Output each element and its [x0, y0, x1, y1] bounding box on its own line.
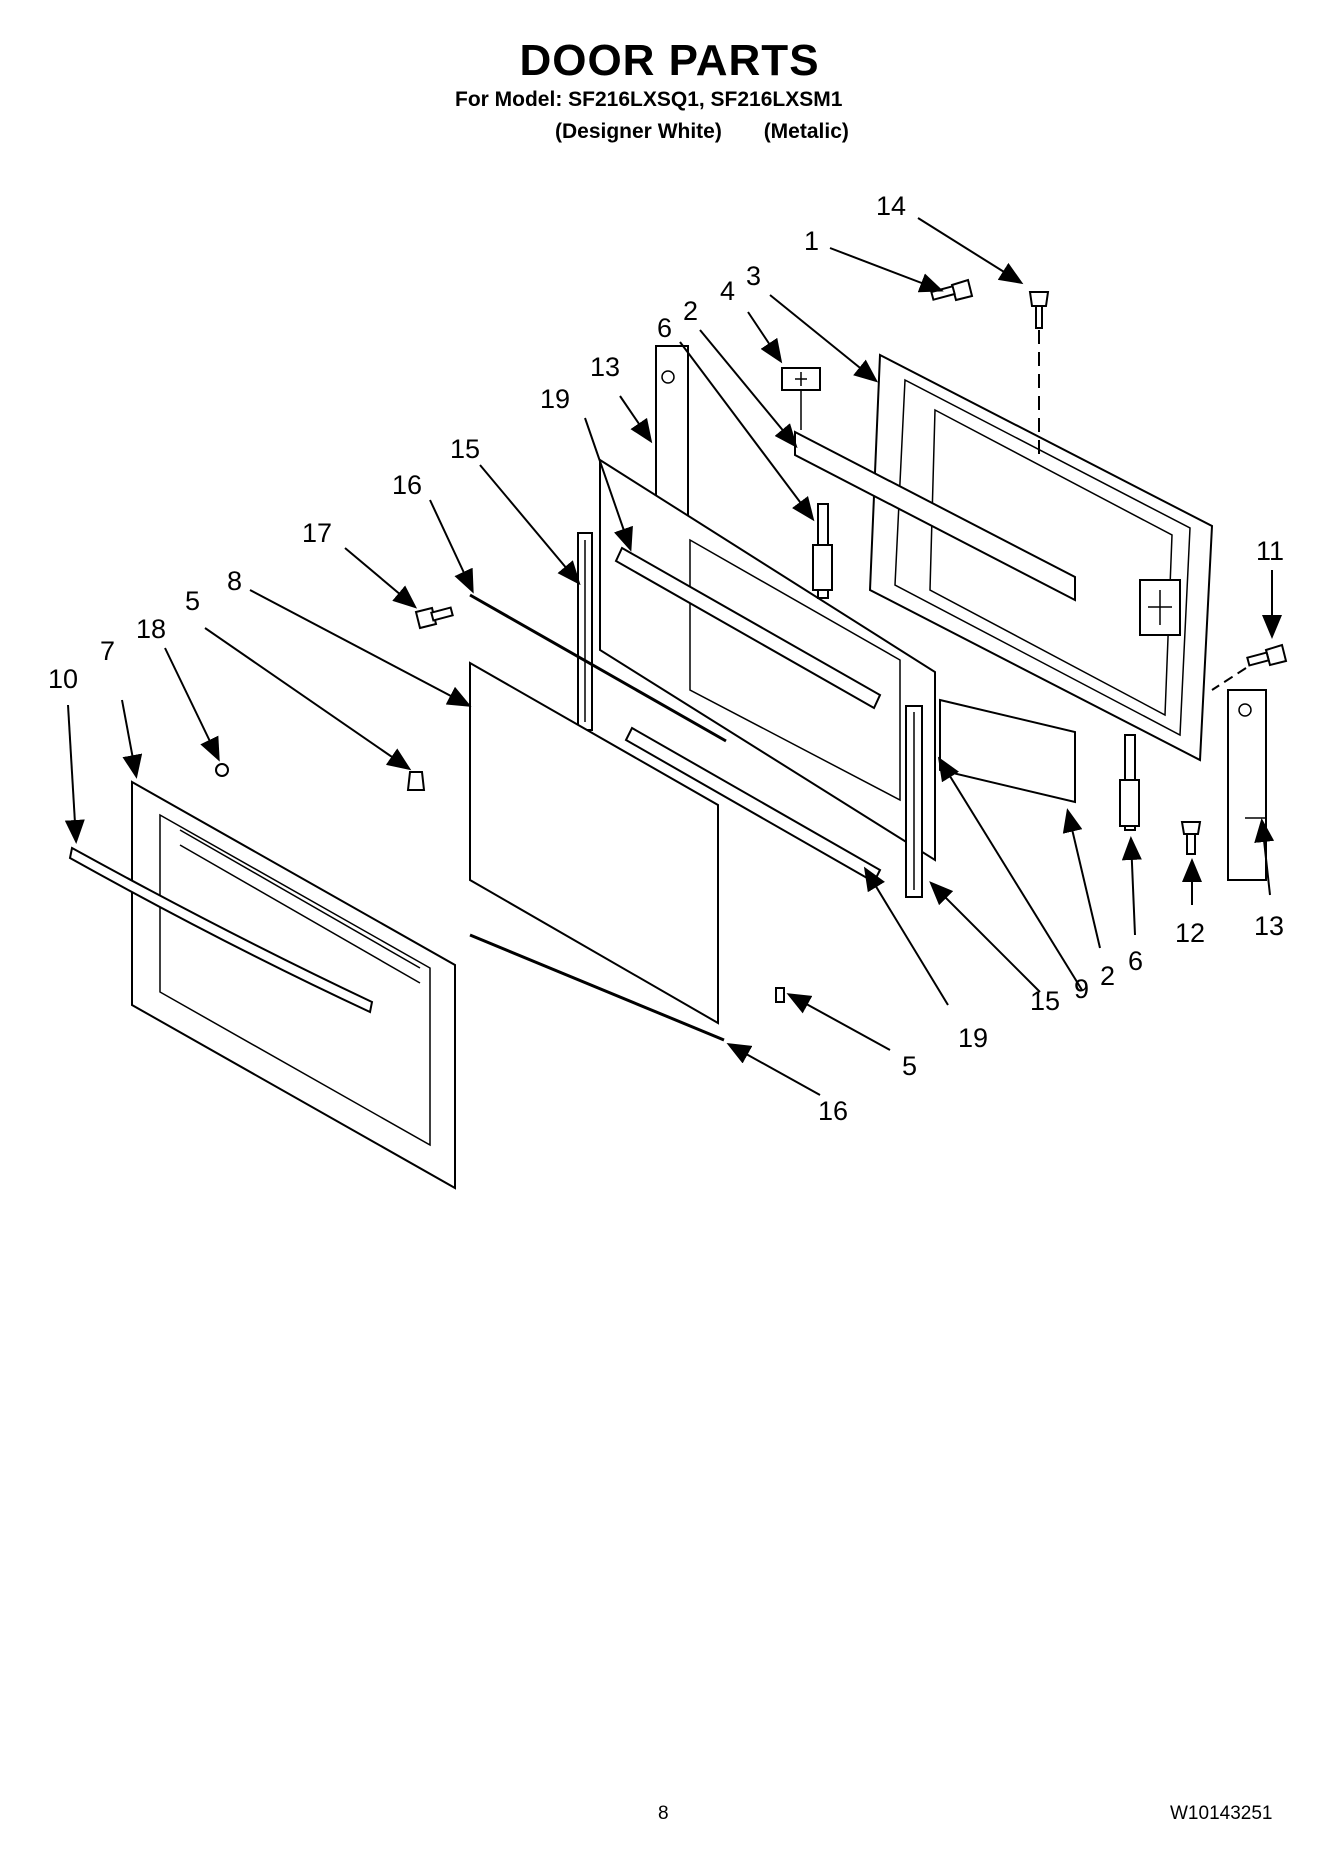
hinge-right: [1119, 734, 1140, 831]
callout-7: 7: [100, 636, 115, 666]
clip-5-lower: [775, 987, 785, 1003]
side-channel-left: [577, 532, 593, 731]
callout-5: 5: [185, 586, 200, 616]
model-subtitle: For Model: SF216LXSQ1, SF216LXSM1: [455, 88, 843, 111]
model-variants: (Designer White) (Metalic): [555, 120, 849, 144]
callout-17: 17: [302, 518, 332, 548]
callout-15: 15: [450, 434, 480, 464]
page-number: 8: [658, 1803, 669, 1824]
callout-16: 16: [392, 470, 422, 500]
screw-12: [1180, 821, 1202, 855]
side-channel-right: [905, 705, 923, 898]
screw-1: [930, 278, 974, 302]
callout-12: 12: [1175, 918, 1205, 948]
middle-glass-panel: [599, 458, 936, 862]
glass-retainer-top: [614, 546, 882, 710]
callout-19: 19: [540, 384, 570, 414]
outer-door-panel: [131, 780, 456, 1190]
callout-2: 2: [683, 296, 698, 326]
hinge-left: [812, 503, 833, 599]
variant-metalic: (Metalic): [763, 120, 849, 143]
callout-1: 1: [804, 226, 819, 256]
inner-door-liner: [868, 353, 1214, 762]
grommet-18: [215, 763, 229, 777]
callout-8: 8: [227, 566, 242, 596]
variant-designer-white: (Designer White): [555, 120, 722, 143]
page-title: DOOR PARTS: [519, 36, 820, 85]
outer-glass: [469, 661, 719, 1025]
door-handle: [68, 846, 374, 1014]
callout-13: 13: [1254, 911, 1284, 941]
callout-14: 14: [876, 191, 906, 221]
callout-3: 3: [746, 261, 761, 291]
callout-9: 9: [1074, 974, 1089, 1004]
callout-6: 6: [657, 313, 672, 343]
screw-17: [414, 606, 454, 630]
document-number: W10143251: [1170, 1803, 1273, 1824]
top-bracket: [781, 367, 821, 430]
hinge-channel-right: [1227, 689, 1267, 881]
callout-15: 15: [1030, 986, 1060, 1016]
clip-5-upper: [406, 771, 426, 791]
callout-11: 11: [1256, 536, 1284, 566]
wire-bracket-top: [469, 593, 727, 743]
leader-lines: [64, 217, 1282, 1096]
callout-13: 13: [590, 352, 620, 382]
callout-5: 5: [902, 1051, 917, 1081]
callout-18: 18: [136, 614, 166, 644]
callout-19: 19: [958, 1023, 988, 1053]
callout-2: 2: [1100, 961, 1115, 991]
callout-4: 4: [720, 276, 735, 306]
wire-bracket-bottom: [469, 933, 725, 1042]
callout-16: 16: [818, 1096, 848, 1126]
insulation-block: [939, 698, 1076, 804]
callout-10: 10: [48, 664, 78, 694]
screw-14: [1028, 291, 1050, 455]
screw-11: [1211, 643, 1288, 691]
callout-6: 6: [1128, 946, 1143, 976]
